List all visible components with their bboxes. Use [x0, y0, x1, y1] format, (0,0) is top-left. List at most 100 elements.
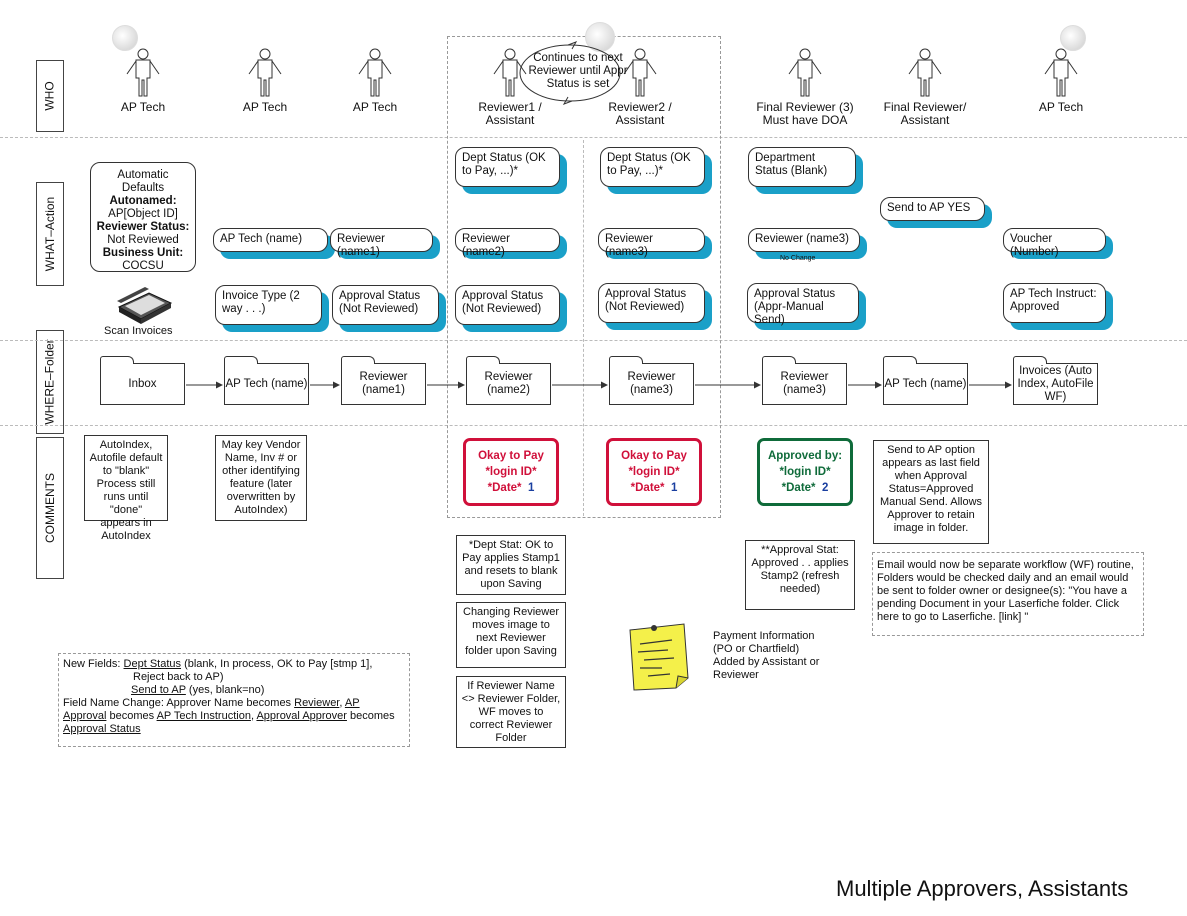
defaults-line: Business Unit:	[102, 247, 184, 259]
department-status-pill: Department Status (Blank)	[748, 147, 856, 187]
loop-arrows	[519, 41, 621, 105]
defaults-line: Autonamed:	[109, 195, 177, 207]
new-fields-text: (yes, blank=no)	[185, 684, 265, 696]
autoindex-comment: AutoIndex, Autofile default to "blank" P…	[84, 435, 168, 542]
person-label: AP Tech	[120, 100, 166, 114]
ap-tech-name-pill: AP Tech (name)	[213, 228, 328, 252]
folder-arrows	[186, 381, 1012, 389]
email-comment: Email would now be separate workflow (WF…	[872, 552, 1144, 636]
person-final-reviewer: Final Reviewer (3) Must have DOA	[750, 48, 860, 127]
person-icon	[358, 48, 392, 97]
approval-status-pill: Approval Status (Appr-Manual Send)	[747, 283, 859, 326]
defaults-line: Automatic Defaults	[117, 169, 169, 194]
person-label: Final Reviewer/ Assistant	[883, 100, 967, 127]
payment-info-comment: Payment Information (PO or Chartfield) A…	[713, 630, 820, 681]
new-fields-text: Dept Status	[123, 658, 182, 670]
person-ap-tech: AP Tech	[108, 48, 178, 114]
person-icon	[623, 48, 657, 97]
new-fields-text: Approval Approver	[256, 710, 347, 722]
person-ap-tech: AP Tech	[340, 48, 410, 114]
person-label: AP Tech	[1038, 100, 1084, 114]
column-divider	[583, 140, 584, 516]
approval-status-pill: Approval Status (Not Reviewed)	[598, 283, 705, 323]
approval-stat-note: **Approval Stat: Approved . . applies St…	[745, 540, 855, 610]
folder-reviewer-name3: Reviewer (name3)	[609, 356, 694, 405]
reviewer-name2-pill: Reviewer (name2)	[455, 228, 560, 258]
stamp-line: Approved by:	[767, 450, 843, 462]
person-icon	[908, 48, 942, 97]
send-to-ap-pill: Send to AP YES	[880, 197, 985, 221]
person-icon	[248, 48, 282, 97]
person-label: AP Tech	[352, 100, 398, 114]
new-fields-text: becomes	[106, 710, 157, 722]
sticky-note-icon	[629, 623, 689, 691]
new-fields-text: AP Approval	[63, 697, 360, 722]
approved-by-stamp: Approved by: *login ID* *Date* 2	[757, 438, 853, 506]
dept-status-pill: Dept Status (OK to Pay, ...)*	[455, 147, 560, 187]
okay-to-pay-stamp: Okay to Pay*login ID**Date* 1	[606, 438, 702, 506]
stamp-number: 2	[821, 482, 829, 494]
stamp-line: *login ID*	[779, 466, 831, 478]
person-label: Reviewer1 / Assistant	[478, 100, 542, 127]
scan-invoices-label: Scan Invoices	[104, 325, 173, 337]
person-label: Reviewer2 / Assistant	[608, 100, 672, 127]
stamp-line: *Date*	[630, 482, 665, 494]
automatic-defaults-box: Automatic Defaults Autonamed: AP[Object …	[90, 162, 196, 272]
vendor-comment: May key Vendor Name, Inv # or other iden…	[215, 435, 307, 521]
person-icon	[1044, 48, 1078, 97]
defaults-line: AP[Object ID]	[108, 208, 178, 220]
new-fields-text: becomes	[346, 710, 395, 722]
reviewer-name3-pill: Reviewer (name3)	[748, 228, 860, 252]
new-fields-box: New Fields: Dept Status (blank, In proce…	[58, 653, 410, 747]
reviewer-name3-pill: Reviewer (name3)	[598, 228, 705, 258]
new-fields-text: Approval Status	[63, 723, 141, 735]
row-label-who: WHO	[36, 60, 64, 132]
scanner-icon	[117, 287, 173, 324]
stamp-line: Okay to Pay	[478, 450, 544, 462]
new-fields-text: Field Name Change: Approver Name becomes	[63, 697, 295, 709]
folder-ap-tech: AP Tech (name)	[224, 356, 309, 405]
dept-status-pill: Dept Status (OK to Pay, ...)*	[600, 147, 705, 187]
folder-reviewer-name3: Reviewer (name3)	[762, 356, 847, 405]
send-option-comment: Send to AP option appears as last field …	[873, 440, 989, 544]
new-fields-text: (blank, In process, OK to Pay [stmp 1],	[181, 658, 373, 670]
stamp-line: *Date*	[781, 482, 816, 494]
new-fields-text: ,	[250, 710, 257, 722]
new-fields-text: ,	[339, 697, 345, 709]
separator	[0, 425, 1187, 426]
defaults-line: Not Reviewed	[107, 234, 179, 246]
approval-status-pill: Approval Status (Not Reviewed)	[332, 285, 439, 325]
ap-tech-instruct-pill: AP Tech Instruct: Approved	[1003, 283, 1106, 323]
person-icon	[126, 48, 160, 97]
page-title: Multiple Approvers, Assistants	[836, 876, 1129, 901]
row-label-what-action: WHAT–Action	[36, 182, 64, 286]
stamp-line: *login ID*	[628, 466, 680, 478]
loop-note: Continues to next Reviewer until Appr St…	[528, 52, 628, 90]
dept-stat-note: *Dept Stat: OK to Pay applies Stamp1 and…	[456, 535, 566, 595]
pushpin-icon	[1060, 25, 1086, 51]
stamp-number: 1	[670, 482, 678, 494]
changing-reviewer-note: Changing Reviewer moves image to next Re…	[456, 602, 566, 668]
person-final-reviewer-assistant: Final Reviewer/ Assistant	[875, 48, 975, 127]
person-ap-tech: AP Tech	[230, 48, 300, 114]
okay-to-pay-stamp: Okay to Pay*login ID**Date* 1	[463, 438, 559, 506]
row-label-comments: COMMENTS	[36, 437, 64, 579]
person-label: Final Reviewer (3) Must have DOA	[756, 100, 854, 127]
defaults-line: COCSU	[122, 260, 164, 272]
pushpin-icon	[112, 25, 138, 51]
separator	[0, 340, 1187, 341]
new-fields-text: Reviewer	[294, 697, 340, 709]
reviewer-name1-pill: Reviewer (name1)	[330, 228, 433, 258]
folder-inbox: Inbox	[100, 356, 185, 405]
folder-ap-tech: AP Tech (name)	[883, 356, 968, 405]
folder-reviewer-name2: Reviewer (name2)	[466, 356, 551, 405]
reviewer-columns-frame	[447, 36, 721, 518]
person-icon	[493, 48, 527, 97]
no-change-note: No Change	[780, 255, 816, 262]
new-fields-text: AP Tech Instruction	[156, 710, 251, 722]
new-fields-text: New Fields:	[63, 658, 124, 670]
person-reviewer1: Reviewer1 / Assistant	[470, 48, 550, 127]
folder-invoices: Invoices (Auto Index, AutoFile WF)	[1013, 356, 1098, 405]
if-reviewer-note: If Reviewer Name <> Reviewer Folder, WF …	[456, 676, 566, 748]
person-reviewer2: Reviewer2 / Assistant	[600, 48, 680, 127]
